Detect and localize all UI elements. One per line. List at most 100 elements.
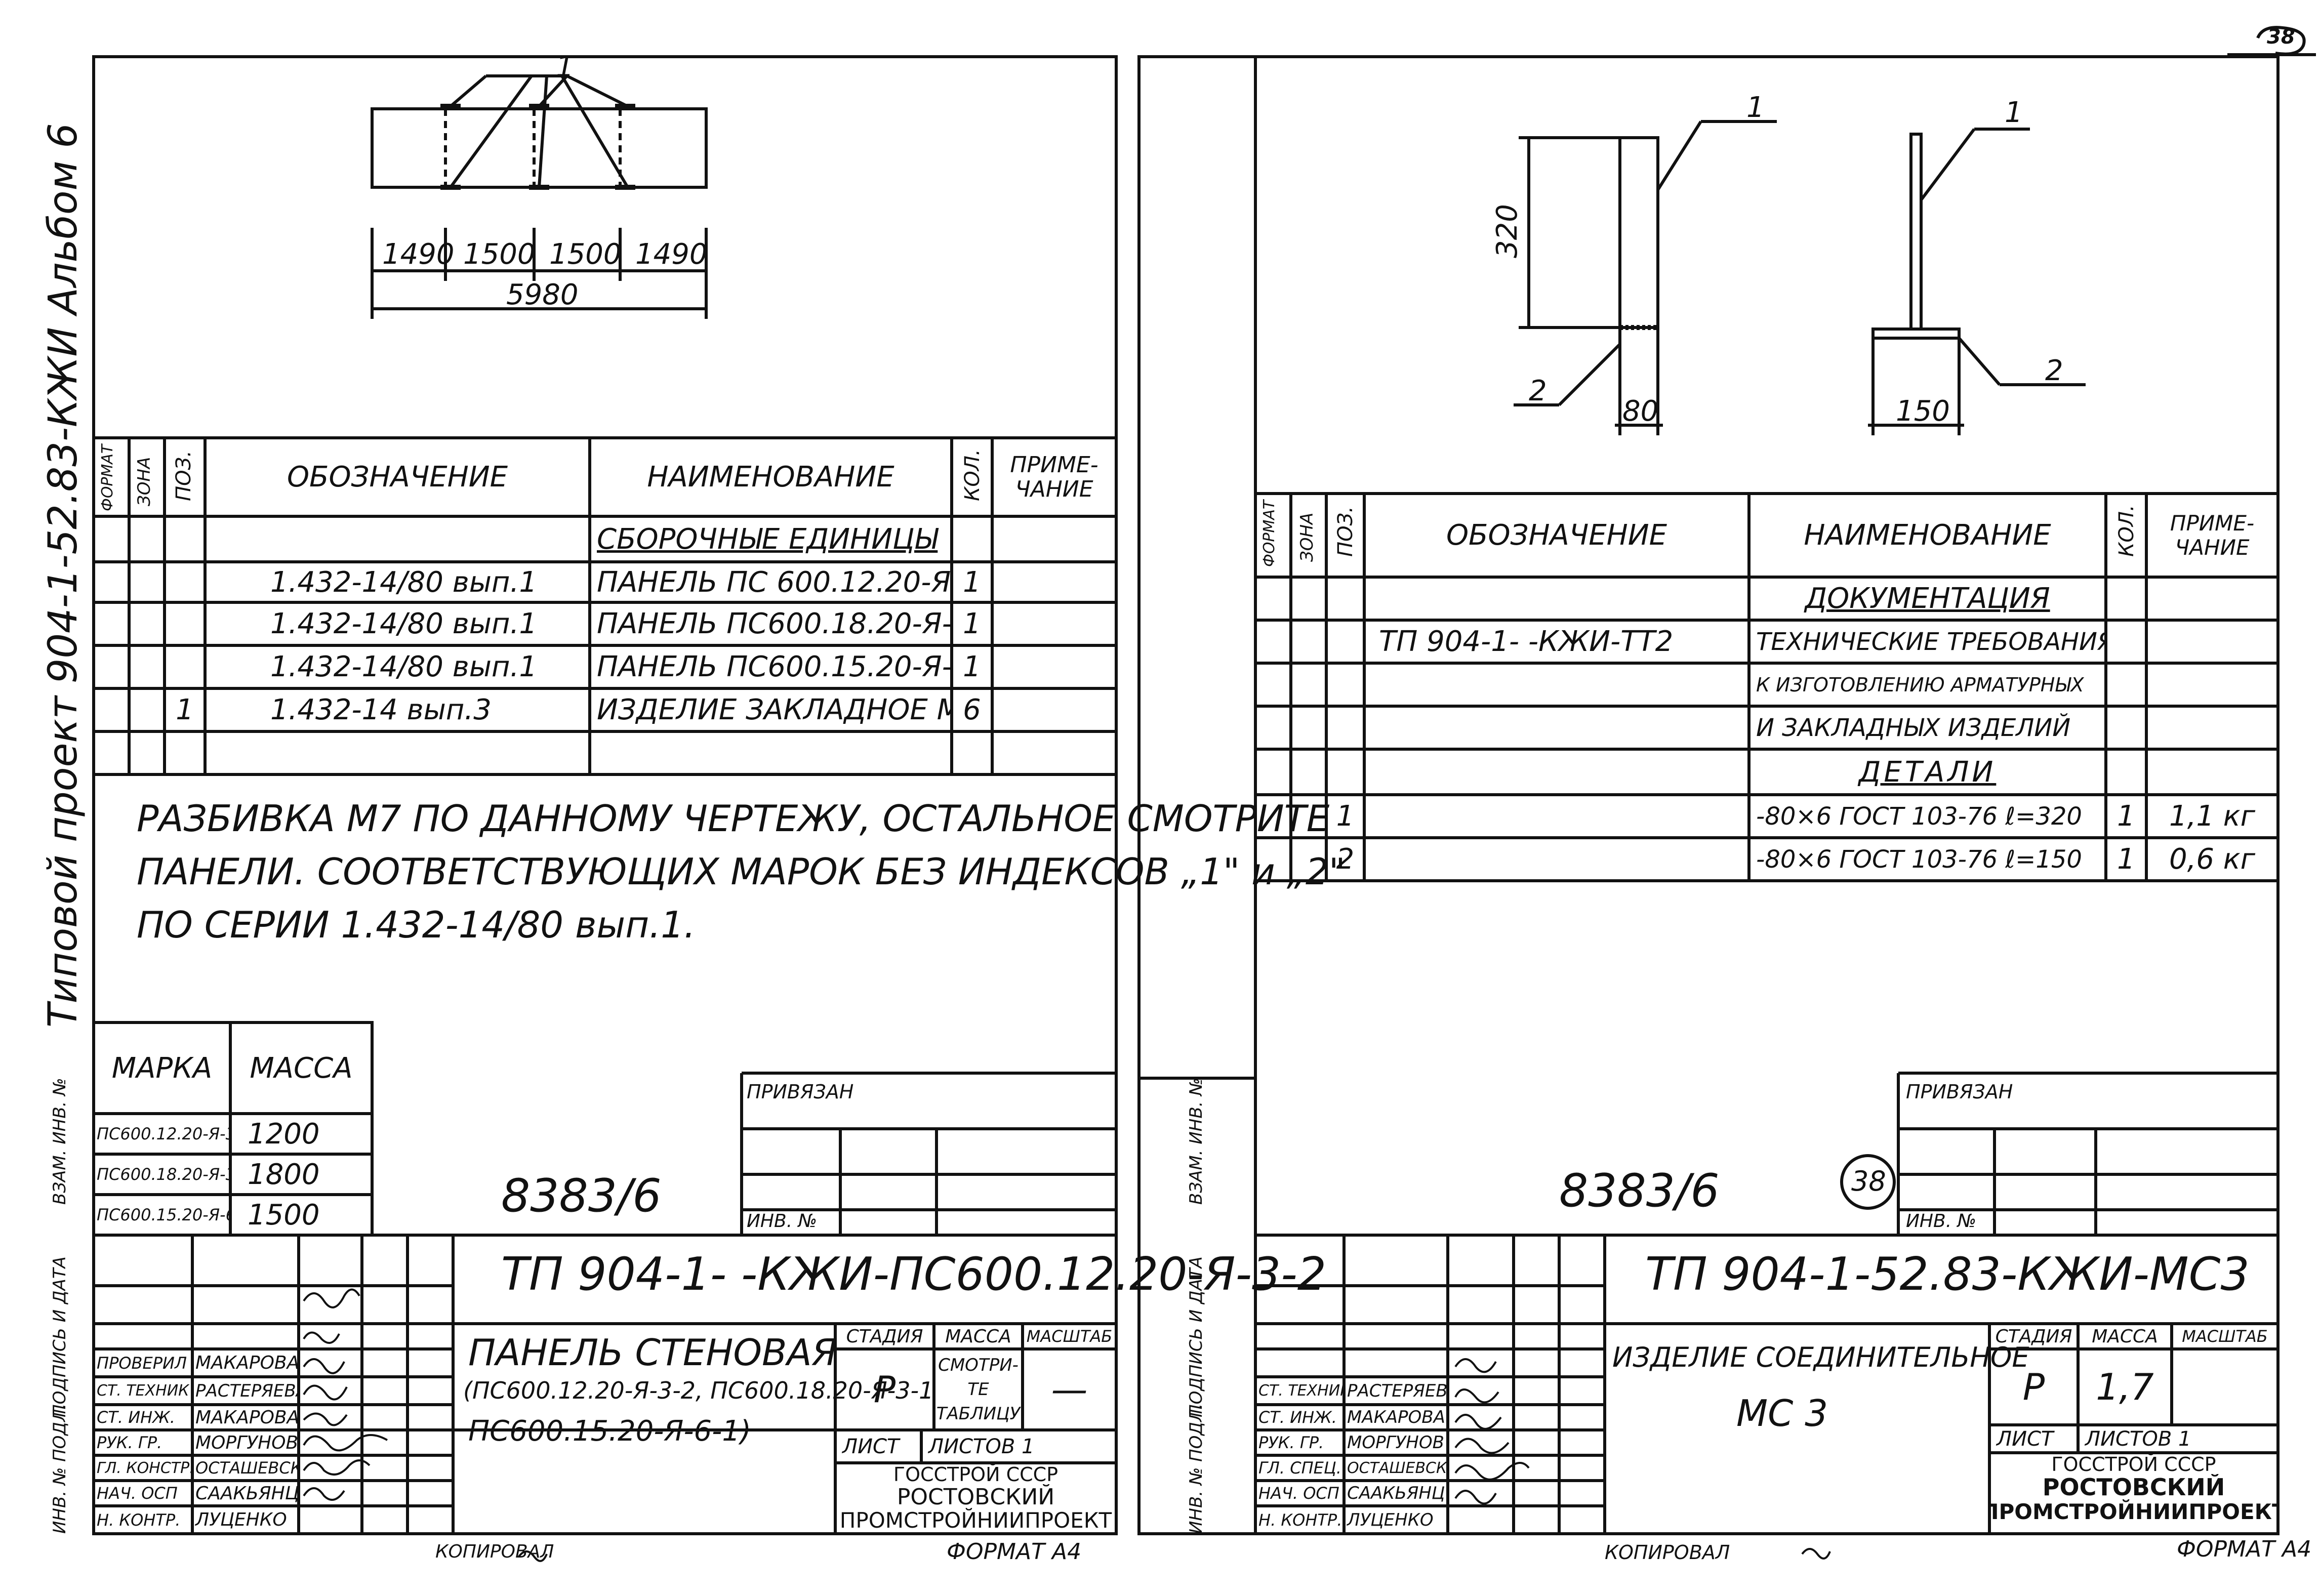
hdr-name: НАИМЕНОВАНИЕ xyxy=(647,461,894,494)
hdr-designation: ОБОЗНАЧЕНИЕ xyxy=(287,461,508,494)
spec-qty: 6 xyxy=(963,693,981,726)
note-line-2: ПАНЕЛИ. СООТВЕТСТВУЮЩИХ МАРОК БЕЗ ИНДЕКС… xyxy=(137,850,1346,893)
dim-2: 1500 xyxy=(463,238,536,271)
sheet-label: ЛИСТ xyxy=(842,1435,900,1458)
staff-role: СТ. ИНЖ. xyxy=(1258,1408,1337,1427)
mass-header: МАССА xyxy=(2092,1326,2158,1347)
sheets-label: ЛИСТОВ 1 xyxy=(928,1435,1035,1458)
staff-role: СТ. ИНЖ. xyxy=(97,1408,175,1427)
spec-designation: 1.432-14/80 вып.1 xyxy=(270,650,537,683)
staff-name: ОСТАШЕВСКИЙ xyxy=(195,1458,299,1478)
note-line-1: РАЗБИВКА М7 ПО ДАННОМУ ЧЕРТЕЖУ, ОСТАЛЬНО… xyxy=(137,797,1330,840)
spec-designation: 1.432-14/80 вып.1 xyxy=(270,565,537,599)
side-label-podpis: ПОДПИСЬ И ДАТА xyxy=(50,1256,70,1417)
spec-name: И ЗАКЛАДНЫХ ИЗДЕЛИЙ xyxy=(1756,713,2071,742)
spec-designation: 1.432-14 вып.3 xyxy=(270,693,492,726)
staff-name: ОСТАШЕВСКИЙ xyxy=(1347,1459,1448,1477)
order-number: 8383/6 xyxy=(1559,1164,1720,1217)
dim-width-2: 150 xyxy=(1896,395,1950,428)
hdr-note: ПРИМЕ-ЧАНИЕ xyxy=(2170,510,2255,560)
staff-role: ГЛ. СПЕЦ. xyxy=(1258,1458,1341,1478)
org-line-1: ГОССТРОЙ СССР xyxy=(893,1463,1059,1486)
stage-value: Р xyxy=(2022,1366,2045,1408)
privyazan-label: ПРИВЯЗАН xyxy=(747,1081,854,1103)
hdr-pos: ПОЗ. xyxy=(172,451,195,501)
staff-name: МАКАРОВА xyxy=(195,1407,299,1428)
note-line-3: ПО СЕРИИ 1.432-14/80 вып.1. xyxy=(137,904,696,946)
staff-role: Н. КОНТР. xyxy=(1258,1510,1342,1530)
leader-label: 1 xyxy=(556,51,574,84)
copied-label: КОПИРОВАЛ xyxy=(435,1541,554,1562)
mass-mark: ПС600.12.20-Я-3-2 xyxy=(97,1124,230,1143)
side-label-inv: ИНВ. № ПОДЛ. xyxy=(1186,1403,1206,1534)
spec-name: ПАНЕЛЬ ПС 600.12.20-Я-3 xyxy=(597,565,952,599)
dim-width-1: 80 xyxy=(1622,395,1659,428)
dim-4: 1490 xyxy=(635,238,708,271)
mass-mark: ПС600.15.20-Я-6-1 xyxy=(97,1205,230,1224)
drawing-code: ТП 904-1- -КЖИ-ПС600.12.20-Я-3-2 xyxy=(501,1248,1327,1301)
org-line-2: РОСТОВСКИЙ xyxy=(2042,1474,2225,1500)
mass-mark: ПС600.18.20-Я-3-1 xyxy=(97,1165,230,1184)
spec-qty: 1 xyxy=(2117,800,2135,833)
leader-label-1: 1 xyxy=(1746,91,1765,124)
title-line-2: (ПС600.12.20-Я-3-2, ПС600.18.20-Я-3-1 xyxy=(463,1377,934,1404)
leader-label-4: 2 xyxy=(2045,354,2063,387)
mass-hdr-mark: МАРКА xyxy=(111,1051,213,1085)
spec-qty: 1 xyxy=(2117,843,2135,876)
scale-value xyxy=(2172,1349,2278,1425)
hdr-designation: ОБОЗНАЧЕНИЕ xyxy=(1446,519,1667,552)
title-line-2: МС 3 xyxy=(1736,1392,1828,1435)
mass-value: СМОТРИ-ТЕ ТАБЛИЦУ xyxy=(936,1355,1021,1424)
org-line-1: ГОССТРОЙ СССР xyxy=(2051,1453,2216,1476)
sheets-label: ЛИСТОВ 1 xyxy=(2085,1427,2191,1451)
inv-no-label: ИНВ. № xyxy=(1906,1211,1977,1232)
mass-hdr-mass: МАССА xyxy=(250,1051,353,1085)
privyazan-label: ПРИВЯЗАН xyxy=(1906,1081,2013,1103)
mass-value: 1200 xyxy=(248,1117,320,1151)
spec-name: -80×6 ГОСТ 103-76 ℓ=150 xyxy=(1756,845,2082,874)
mass-value: 1500 xyxy=(248,1198,320,1232)
staff-role: РУК. ГР. xyxy=(97,1433,162,1452)
mass-value: 1800 xyxy=(248,1158,320,1191)
staff-role: СТ. ТЕХНИК xyxy=(1258,1382,1344,1400)
spec-pos: 1 xyxy=(1336,800,1355,833)
corner-sheet-number: 38 xyxy=(2267,25,2295,49)
spec-name: К ИЗГОТОВЛЕНИЮ АРМАТУРНЫХ xyxy=(1756,673,2084,696)
staff-name: СААКЬЯНЦ xyxy=(195,1483,299,1504)
album-title: Типовой проект 904-1-52.83-КЖИ Альбом 6 xyxy=(40,123,86,1028)
staff-name: ЛУЦЕНКО xyxy=(195,1509,287,1530)
hdr-note: ПРИМЕ-ЧАНИЕ xyxy=(1010,452,1098,502)
spec-qty: 1 xyxy=(963,650,981,683)
spec-pos: 2 xyxy=(1336,843,1355,876)
hdr-qty: КОЛ. xyxy=(961,449,984,501)
spec-name: -80×6 ГОСТ 103-76 ℓ=320 xyxy=(1756,802,2082,831)
staff-role: НАЧ. ОСП xyxy=(1258,1484,1339,1503)
dim-height: 320 xyxy=(1491,204,1524,258)
staff-role: ПРОВЕРИЛ xyxy=(97,1353,187,1373)
staff-name: РАСТЕРЯЕВА xyxy=(1347,1380,1448,1401)
mass-value: 1,7 xyxy=(2096,1366,2154,1408)
format-label: ФОРМАТ А4 xyxy=(947,1539,1082,1565)
spec-note: 0,6 кг xyxy=(2169,843,2256,876)
spec-pos: 1 xyxy=(176,693,194,726)
hdr-format: ФОРМАТ xyxy=(99,444,116,511)
spec-qty: 1 xyxy=(963,565,981,599)
staff-name: СААКЬЯНЦ xyxy=(1347,1483,1445,1503)
title-line-3: ПС600.15.20-Я-6-1) xyxy=(468,1415,751,1448)
circle-sheet-number: 38 xyxy=(1851,1165,1886,1197)
staff-role: Н. КОНТР. xyxy=(97,1510,181,1530)
scale-value: — xyxy=(1051,1368,1088,1411)
stage-header: СТАДИЯ xyxy=(846,1326,923,1347)
spec-name: ИЗДЕЛИЕ ЗАКЛАДНОЕ М7 xyxy=(597,693,952,726)
staff-role: РУК. ГР. xyxy=(1258,1433,1324,1452)
mass-header: МАССА xyxy=(945,1326,1011,1347)
dim-1: 1490 xyxy=(382,238,455,271)
hdr-name: НАИМЕНОВАНИЕ xyxy=(1804,519,2051,552)
staff-name: МОРГУНОВ xyxy=(195,1432,299,1453)
title-line-1: ИЗДЕЛИЕ СОЕДИНИТЕЛЬНОЕ xyxy=(1612,1341,2029,1373)
side-label-podpis: ПОДПИСЬ И ДАТА xyxy=(1186,1256,1206,1417)
order-number: 8383/6 xyxy=(501,1169,662,1222)
spec-name: ПАНЕЛЬ ПС600.18.20-Я-3 xyxy=(597,607,952,640)
staff-name: ЛУЦЕНКО xyxy=(1347,1509,1434,1530)
